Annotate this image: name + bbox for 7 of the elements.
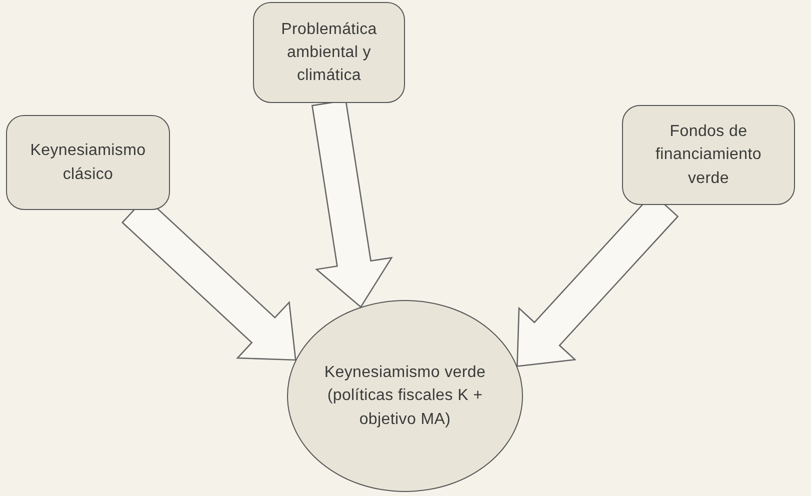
rounded-box <box>253 2 405 103</box>
rounded-box <box>622 105 795 205</box>
node-label: Problemática ambiental y climática <box>280 20 378 86</box>
rounded-box <box>6 115 170 210</box>
node-label: Keynesiamismo clásico <box>29 141 147 184</box>
node-label: Keynesiamismo verde (políticas fiscales K + objetivo MA) <box>323 363 487 430</box>
node-label: Fondos de financiamiento verde <box>654 122 762 189</box>
